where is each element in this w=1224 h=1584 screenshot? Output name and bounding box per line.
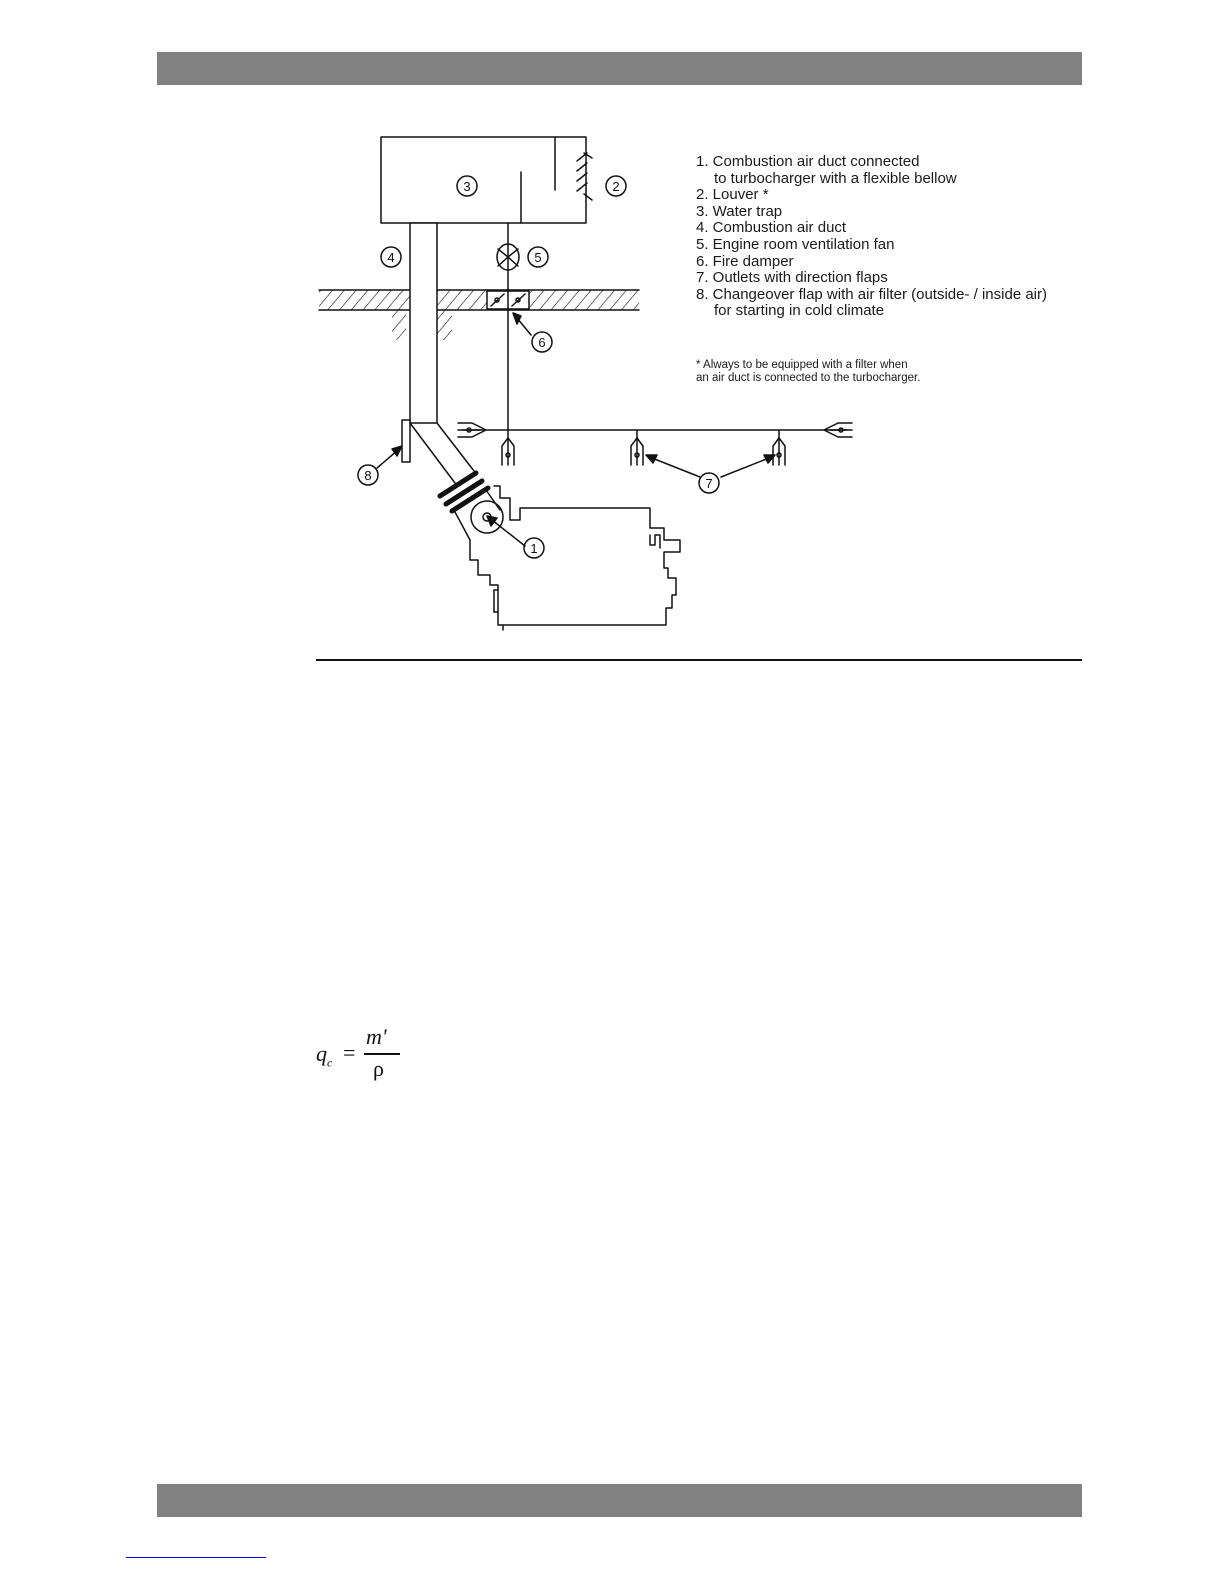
formula-q: q <box>316 1041 327 1066</box>
combustion-air-duct <box>409 222 438 424</box>
formula-subscript: c <box>327 1055 333 1070</box>
callout-1: 1 <box>530 541 537 556</box>
ceiling-slab <box>319 290 639 310</box>
callout-7: 7 <box>705 476 712 491</box>
callout-8: 8 <box>364 468 371 483</box>
footnote-line-1: * Always to be equipped with a filter wh… <box>696 359 908 371</box>
figure-rule <box>316 659 1082 661</box>
legend-item-2: 2. Louver * <box>696 186 769 204</box>
callout-4: 4 <box>387 250 394 265</box>
callout-6: 6 <box>538 335 545 350</box>
legend-item-6: 6. Fire damper <box>696 252 794 270</box>
flexible-bellow <box>437 470 491 514</box>
outlet-1 <box>501 429 515 466</box>
legend-item-7: 7. Outlets with direction flaps <box>696 269 888 287</box>
legend-item-1-line-2: to turbocharger with a flexible bellow <box>714 169 957 187</box>
callout-3: 3 <box>463 179 470 194</box>
legend-item-5: 5. Engine room ventilation fan <box>696 235 895 253</box>
formula-fraction-bar <box>364 1053 400 1055</box>
formula-denominator: ρ <box>373 1056 384 1081</box>
footnote-line-2: an air duct is connected to the turbocha… <box>696 372 921 384</box>
formula-numerator: m' <box>366 1024 387 1049</box>
legend-footnote: * Always to be equipped with a filter wh… <box>696 359 1076 385</box>
louver <box>576 152 593 201</box>
outlet-3 <box>772 429 786 466</box>
legend-item-3: 3. Water trap <box>696 202 783 220</box>
legend-item-4: 4. Combustion air duct <box>696 219 847 237</box>
formula-lhs: qc <box>316 1041 332 1070</box>
ventilation-fan <box>496 243 520 271</box>
footer-band <box>157 1484 1082 1517</box>
changeover-flap <box>401 419 411 463</box>
legend-item-8-line-1: 8. Changeover flap with air filter (outs… <box>696 285 1047 303</box>
link-underline[interactable] <box>126 1557 266 1558</box>
callout-5: 5 <box>534 250 541 265</box>
ventilation-diagram: 3 2 4 5 6 8 7 1 <box>318 136 853 631</box>
header-band <box>157 52 1082 85</box>
engine-outline <box>469 485 681 626</box>
callout-2: 2 <box>612 179 619 194</box>
room-box <box>380 136 587 224</box>
turbocharger <box>470 500 504 534</box>
legend-item-1-line-1: 1. Combustion air duct connected <box>696 153 920 170</box>
legend-item-8-line-2: for starting in cold climate <box>714 302 885 320</box>
outlet-2 <box>630 429 644 466</box>
formula-equals: = <box>343 1040 356 1065</box>
diagram-legend: 1. Combustion air duct connected to turb… <box>696 153 1096 320</box>
